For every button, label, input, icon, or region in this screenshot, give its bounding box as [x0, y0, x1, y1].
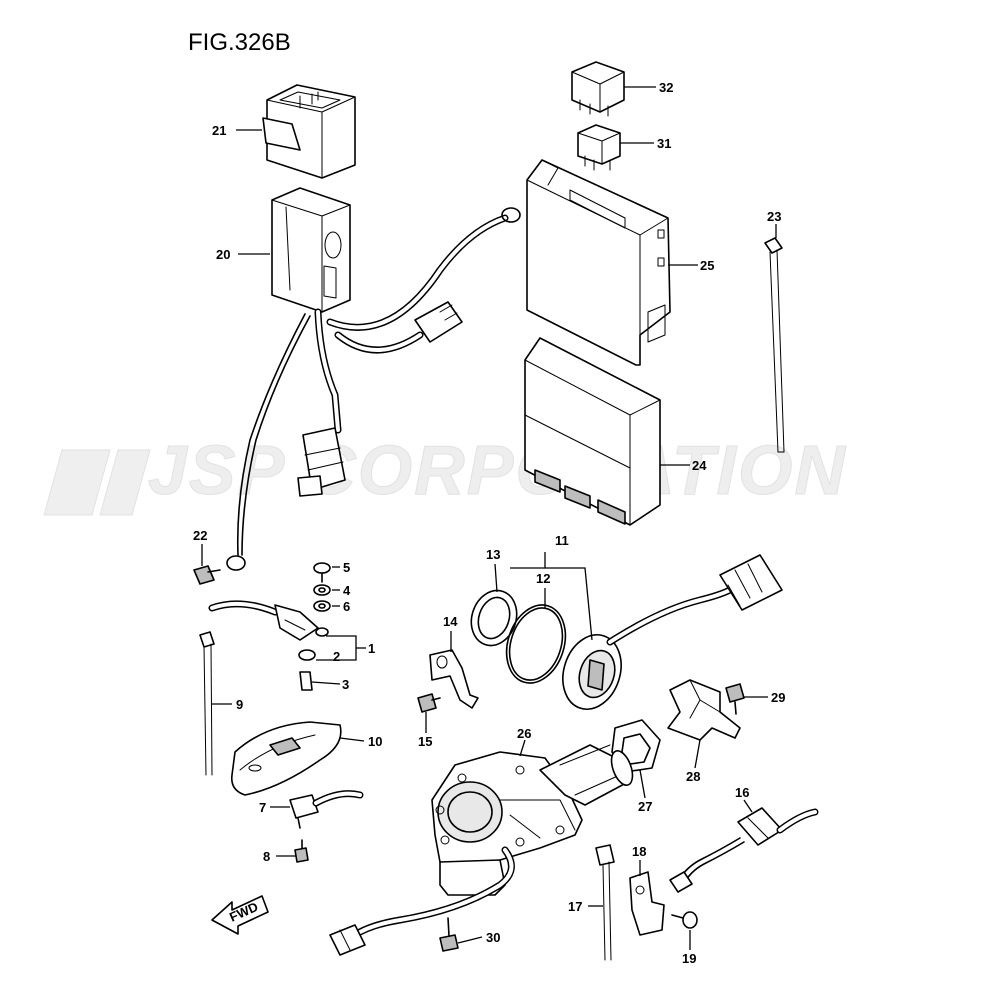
callout-1: 1 [368, 641, 375, 656]
part-19-screw [671, 911, 698, 929]
callout-7: 7 [259, 800, 266, 815]
callout-21: 21 [212, 123, 226, 138]
callout-32: 32 [659, 80, 673, 95]
part-22-bolt [193, 565, 221, 585]
watermark-text: JSP CORPORATION [148, 431, 847, 509]
part-32-relay [571, 61, 625, 117]
part-2-o-ring [298, 649, 316, 661]
callout-5: 5 [343, 560, 350, 575]
callout-22: 22 [193, 528, 207, 543]
part-18-clamp [629, 871, 665, 936]
part-8-bolt [294, 839, 309, 863]
callout-31: 31 [657, 136, 671, 151]
part-26-actuator [329, 744, 634, 956]
callout-24: 24 [692, 458, 707, 473]
part-29-bolt [725, 683, 745, 715]
callout-20: 20 [216, 247, 230, 262]
callout-17: 17 [568, 899, 582, 914]
watermark: JSP CORPORATION [43, 431, 847, 516]
part-13-gasket [470, 589, 518, 647]
callout-13: 13 [486, 547, 500, 562]
part-20-control-unit [226, 187, 521, 571]
leader-lines [201, 86, 777, 950]
callout-8: 8 [263, 849, 270, 864]
callout-9: 9 [236, 697, 243, 712]
callout-4: 4 [343, 583, 351, 598]
callout-23: 23 [767, 209, 781, 224]
part-4-washer [313, 584, 331, 596]
part-28-bracket [667, 679, 741, 741]
callout-14: 14 [443, 614, 458, 629]
callout-10: 10 [368, 734, 382, 749]
part-12-o-ring [505, 604, 567, 684]
part-21-relay-holder [262, 84, 356, 179]
part-17-cable-tie [595, 844, 615, 961]
callout-6: 6 [343, 599, 350, 614]
part-3-clip [299, 671, 313, 691]
part-31-relay [577, 124, 621, 171]
callout-16: 16 [735, 785, 749, 800]
callout-3: 3 [342, 677, 349, 692]
callout-29: 29 [771, 690, 785, 705]
callout-28: 28 [686, 769, 700, 784]
fwd-direction-arrow: FWD [211, 895, 269, 935]
part-10-bracket [230, 721, 342, 796]
callout-30: 30 [486, 930, 500, 945]
part-9-cable-tie [199, 631, 215, 776]
part-30-bolt [439, 917, 459, 952]
part-14-holder [429, 649, 479, 709]
part-25-ecu-cover [526, 159, 671, 366]
callout-25: 25 [700, 258, 714, 273]
callout-27: 27 [638, 799, 652, 814]
part-16-connector [669, 807, 819, 893]
part-23-cable-tie [764, 237, 785, 453]
callout-15: 15 [418, 734, 432, 749]
callout-labels: 21 20 32 31 23 25 24 22 5 4 6 1 2 3 9 10… [193, 80, 785, 966]
callout-11: 11 [555, 533, 569, 548]
part-5-screw [313, 562, 331, 583]
callout-19: 19 [682, 951, 696, 966]
callout-26: 26 [517, 726, 531, 741]
callout-12: 12 [536, 571, 550, 586]
part-6-washer [313, 600, 331, 612]
part-7-sensor [289, 790, 364, 829]
part-11-sensor-harness [562, 554, 783, 710]
part-15-bolt [417, 693, 441, 713]
figure-title: FIG.326B [188, 29, 291, 56]
callout-2: 2 [333, 649, 340, 664]
part-1-sensor [208, 600, 329, 641]
part-24-ecu [524, 337, 661, 526]
callout-18: 18 [632, 844, 646, 859]
